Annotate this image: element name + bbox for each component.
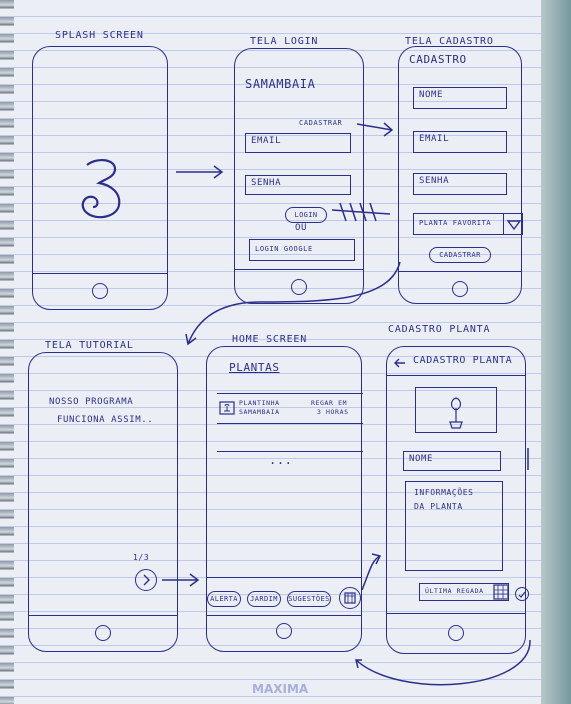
page-edge xyxy=(541,0,571,704)
home-home-button xyxy=(276,623,292,639)
home-phone: PLANTAS PLANTINHA SAMAMBAIA REGAR EM 3 H… xyxy=(206,346,363,652)
cadastro-email-field[interactable]: EMAIL xyxy=(413,131,507,153)
home-nav-sugestoes[interactable]: SUGESTÕES xyxy=(287,591,331,607)
splash-bottom-line xyxy=(33,273,167,274)
calendar-grid-icon xyxy=(493,584,509,600)
splash-logo-icon xyxy=(81,159,121,219)
login-button[interactable]: LOGIN xyxy=(285,207,327,223)
splash-home-button xyxy=(92,283,108,299)
home-plant-list-item[interactable]: PLANTINHA SAMAMBAIA REGAR EM 3 HORAS xyxy=(219,399,359,421)
tutorial-next-button[interactable] xyxy=(135,569,157,591)
info-line2: DA PLANTA xyxy=(414,502,463,511)
chevron-down-icon xyxy=(506,220,522,231)
tutorial-page-counter: 1/3 xyxy=(133,553,150,562)
login-title: TELA LOGIN xyxy=(250,36,319,47)
home-item-time2: 3 HORAS xyxy=(317,408,349,416)
spiral-binding xyxy=(0,0,14,704)
cadastro-home-button xyxy=(452,281,468,297)
login-home-button xyxy=(291,279,307,295)
info-line1: INFORMAÇÕES xyxy=(414,488,474,497)
home-nav-alerta[interactable]: ALERTA xyxy=(207,591,241,607)
calendar-icon xyxy=(344,592,356,604)
home-add-button[interactable] xyxy=(339,587,361,609)
login-cadastrar-link[interactable]: CADASTRAR xyxy=(299,119,343,127)
home-bottom-line xyxy=(207,615,361,616)
home-item-time1: REGAR EM xyxy=(311,399,348,407)
plant-photo-upload[interactable] xyxy=(415,387,497,433)
tutorial-title: TELA TUTORIAL xyxy=(45,340,134,351)
cadastro-phone: CADASTRO NOME EMAIL SENHA PLANTA FAVORIT… xyxy=(398,46,524,304)
login-email-field[interactable]: EMAIL xyxy=(245,133,351,153)
home-list-line xyxy=(217,451,363,452)
login-google-button[interactable]: LOGIN GOOGLE xyxy=(249,239,355,261)
back-arrow-icon[interactable] xyxy=(393,357,407,369)
home-nav-top-line xyxy=(207,577,361,578)
confirm-button[interactable] xyxy=(515,587,529,601)
tutorial-phone: NOSSO PROGRAMA FUNCIONA ASSIM.. 1/3 xyxy=(28,352,178,652)
cadastro-planta-select[interactable]: PLANTA FAVORITA xyxy=(413,213,523,235)
cadastro-planta-info-field[interactable]: INFORMAÇÕES DA PLANTA xyxy=(405,481,503,571)
login-senha-field[interactable]: SENHA xyxy=(245,175,351,195)
home-heading: PLANTAS xyxy=(229,361,280,374)
cadastro-nome-field[interactable]: NOME xyxy=(413,87,507,109)
cadastro-planta-bottom-line xyxy=(387,613,525,614)
cadastro-senha-field[interactable]: SENHA xyxy=(413,173,507,195)
cadastro-planta-title: CADASTRO PLANTA xyxy=(388,324,491,335)
check-icon xyxy=(518,591,526,598)
tutorial-text-line1: NOSSO PROGRAMA xyxy=(49,397,134,407)
plant-thumbnail-icon xyxy=(219,401,235,415)
login-app-name: SAMAMBAIA xyxy=(245,77,316,91)
cadastro-planta-select-value: PLANTA FAVORITA xyxy=(419,219,492,227)
cadastro-bottom-line xyxy=(399,271,521,272)
brand-watermark: MAXIMA xyxy=(252,682,309,696)
splash-phone xyxy=(32,46,168,310)
plant-icon xyxy=(449,397,463,429)
cadastro-cadastrar-button[interactable]: CADASTRAR xyxy=(429,247,491,263)
tutorial-text-line2: FUNCIONA ASSIM.. xyxy=(57,415,154,425)
splash-title: SPLASH SCREEN xyxy=(55,30,144,41)
home-title: HOME SCREEN xyxy=(232,334,308,345)
home-nav-jardim[interactable]: JARDIM xyxy=(247,591,281,607)
cadastro-planta-nome-field[interactable]: NOME xyxy=(403,451,501,471)
login-bottom-line xyxy=(235,269,363,270)
tutorial-bottom-line xyxy=(29,615,177,616)
login-ou-label: OU xyxy=(295,223,308,233)
chevron-right-icon xyxy=(143,574,150,586)
cadastro-select-toggle[interactable] xyxy=(503,213,524,235)
cadastro-title: TELA CADASTRO xyxy=(405,36,494,47)
home-item-sub: SAMAMBAIA xyxy=(239,408,280,416)
calendar-picker[interactable] xyxy=(493,583,509,601)
cadastro-planta-home-button xyxy=(448,625,464,641)
home-list-top-line xyxy=(217,393,363,394)
home-list-mid-line xyxy=(217,423,363,424)
login-phone: SAMAMBAIA CADASTRAR EMAIL SENHA LOGIN OU… xyxy=(234,48,364,304)
cadastro-planta-header-line xyxy=(387,375,525,376)
cadastro-planta-heading: CADASTRO PLANTA xyxy=(413,355,513,366)
cadastro-heading: CADASTRO xyxy=(409,53,467,66)
cadastro-planta-phone: CADASTRO PLANTA NOME INFORMAÇÕES DA PLAN… xyxy=(386,346,529,654)
tutorial-home-button xyxy=(95,625,111,641)
home-more-indicator: ... xyxy=(269,453,293,467)
home-item-name: PLANTINHA xyxy=(239,399,280,407)
